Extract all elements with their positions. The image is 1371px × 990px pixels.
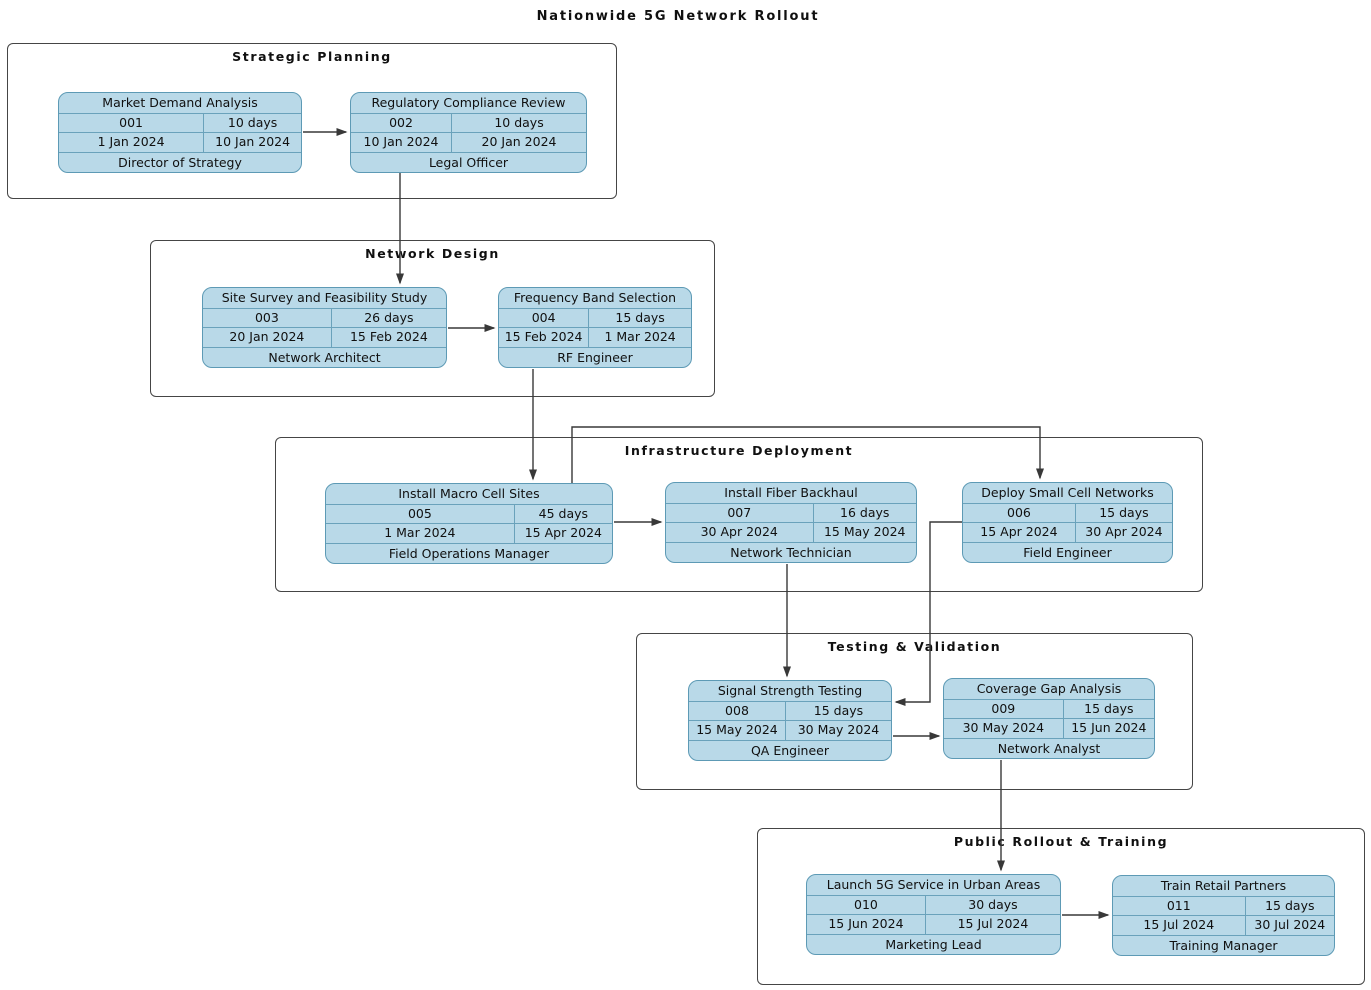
task-owner: Network Technician bbox=[666, 541, 916, 563]
task-start-date: 15 May 2024 bbox=[689, 721, 786, 740]
task-duration: 15 days bbox=[1099, 504, 1149, 520]
task-end-date: 1 Mar 2024 bbox=[604, 329, 676, 344]
task-end-date: 15 Jun 2024 bbox=[1071, 720, 1147, 735]
task-card-005[interactable]: Install Macro Cell Sites 005 45 days 1 Ma… bbox=[325, 483, 613, 564]
task-duration: 45 days bbox=[538, 505, 589, 521]
task-duration: 15 days bbox=[1265, 897, 1315, 913]
task-end-date: 15 Jul 2024 bbox=[957, 916, 1029, 931]
task-id: 003 bbox=[203, 308, 332, 327]
task-owner: Field Engineer bbox=[963, 541, 1172, 563]
task-card-010[interactable]: Launch 5G Service in Urban Areas 010 30 d… bbox=[806, 874, 1061, 955]
task-name: Signal Strength Testing bbox=[717, 683, 863, 698]
task-start-date: 15 Feb 2024 bbox=[499, 328, 590, 347]
task-duration: 26 days bbox=[364, 309, 414, 325]
task-id: 004 bbox=[499, 308, 590, 327]
task-end-date: 30 Jul 2024 bbox=[1254, 917, 1326, 932]
task-owner: RF Engineer bbox=[499, 346, 691, 368]
task-name: Coverage Gap Analysis bbox=[976, 681, 1122, 696]
phase-label: Public Rollout & Training bbox=[953, 834, 1169, 849]
task-name: Site Survey and Feasibility Study bbox=[221, 290, 428, 305]
task-start-date: 30 May 2024 bbox=[944, 719, 1064, 738]
task-start-date: 15 Jul 2024 bbox=[1113, 916, 1246, 935]
task-duration: 16 days bbox=[840, 504, 890, 520]
task-owner: Network Architect bbox=[203, 346, 446, 368]
task-card-007[interactable]: Install Fiber Backhaul 007 16 days 30 Apr… bbox=[665, 482, 917, 563]
task-owner: Training Manager bbox=[1113, 934, 1334, 956]
task-name: Market Demand Analysis bbox=[102, 95, 258, 110]
task-end-date: 20 Jan 2024 bbox=[481, 134, 557, 149]
task-owner: Network Analyst bbox=[944, 737, 1154, 759]
task-card-008[interactable]: Signal Strength Testing 008 15 days 15 Ma… bbox=[688, 680, 892, 761]
task-id: 008 bbox=[689, 701, 786, 720]
task-owner: Legal Officer bbox=[351, 151, 586, 173]
task-duration: 30 days bbox=[968, 896, 1018, 912]
task-owner: Field Operations Manager bbox=[326, 542, 612, 564]
task-card-011[interactable]: Train Retail Partners 011 15 days 15 Jul … bbox=[1112, 875, 1335, 956]
task-duration: 15 days bbox=[615, 309, 665, 325]
task-start-date: 1 Jan 2024 bbox=[59, 133, 205, 152]
task-duration: 10 days bbox=[494, 114, 544, 130]
task-end-date: 30 May 2024 bbox=[797, 722, 880, 737]
task-name: Deploy Small Cell Networks bbox=[981, 485, 1154, 500]
task-owner: Director of Strategy bbox=[59, 151, 301, 173]
task-owner: Marketing Lead bbox=[807, 933, 1060, 955]
phase-label: Strategic Planning bbox=[232, 49, 392, 64]
task-duration: 10 days bbox=[227, 114, 278, 130]
diagram-title: Nationwide 5G Network Rollout bbox=[536, 9, 820, 24]
task-start-date: 30 Apr 2024 bbox=[666, 523, 814, 542]
phase-label: Network Design bbox=[365, 246, 500, 261]
task-card-009[interactable]: Coverage Gap Analysis 009 15 days 30 May … bbox=[943, 678, 1155, 759]
task-owner: QA Engineer bbox=[689, 739, 891, 761]
task-id: 009 bbox=[944, 699, 1064, 718]
task-end-date: 15 Feb 2024 bbox=[349, 329, 428, 344]
task-id: 011 bbox=[1113, 896, 1246, 915]
task-name: Train Retail Partners bbox=[1160, 878, 1287, 893]
task-duration: 15 days bbox=[1084, 700, 1134, 716]
task-duration: 15 days bbox=[813, 702, 864, 718]
task-name: Regulatory Compliance Review bbox=[371, 95, 566, 110]
task-start-date: 10 Jan 2024 bbox=[351, 133, 453, 152]
task-card-003[interactable]: Site Survey and Feasibility Study 003 26 … bbox=[202, 287, 447, 368]
task-start-date: 15 Jun 2024 bbox=[807, 915, 926, 934]
task-id: 007 bbox=[666, 503, 814, 522]
phase-label: Testing & Validation bbox=[827, 639, 1002, 654]
task-start-date: 20 Jan 2024 bbox=[203, 328, 332, 347]
task-card-001[interactable]: Market Demand Analysis 001 10 days 1 Jan … bbox=[58, 92, 302, 173]
task-start-date: 1 Mar 2024 bbox=[326, 524, 515, 543]
task-end-date: 30 Apr 2024 bbox=[1085, 524, 1163, 539]
task-end-date: 10 Jan 2024 bbox=[215, 134, 291, 149]
task-card-004[interactable]: Frequency Band Selection 004 15 days 15 F… bbox=[498, 287, 692, 368]
task-id: 002 bbox=[351, 113, 453, 132]
task-name: Frequency Band Selection bbox=[513, 290, 677, 305]
task-id: 006 bbox=[963, 503, 1076, 522]
task-id: 001 bbox=[59, 113, 205, 132]
task-end-date: 15 May 2024 bbox=[823, 524, 906, 539]
task-id: 005 bbox=[326, 504, 515, 523]
task-card-006[interactable]: Deploy Small Cell Networks 006 15 days 15… bbox=[962, 482, 1173, 563]
task-id: 010 bbox=[807, 895, 926, 914]
task-name: Install Macro Cell Sites bbox=[398, 486, 540, 501]
task-start-date: 15 Apr 2024 bbox=[963, 523, 1076, 542]
phase-label: Infrastructure Deployment bbox=[624, 443, 854, 458]
task-name: Install Fiber Backhaul bbox=[724, 485, 858, 500]
task-end-date: 15 Apr 2024 bbox=[524, 525, 603, 540]
task-name: Launch 5G Service in Urban Areas bbox=[826, 877, 1041, 892]
